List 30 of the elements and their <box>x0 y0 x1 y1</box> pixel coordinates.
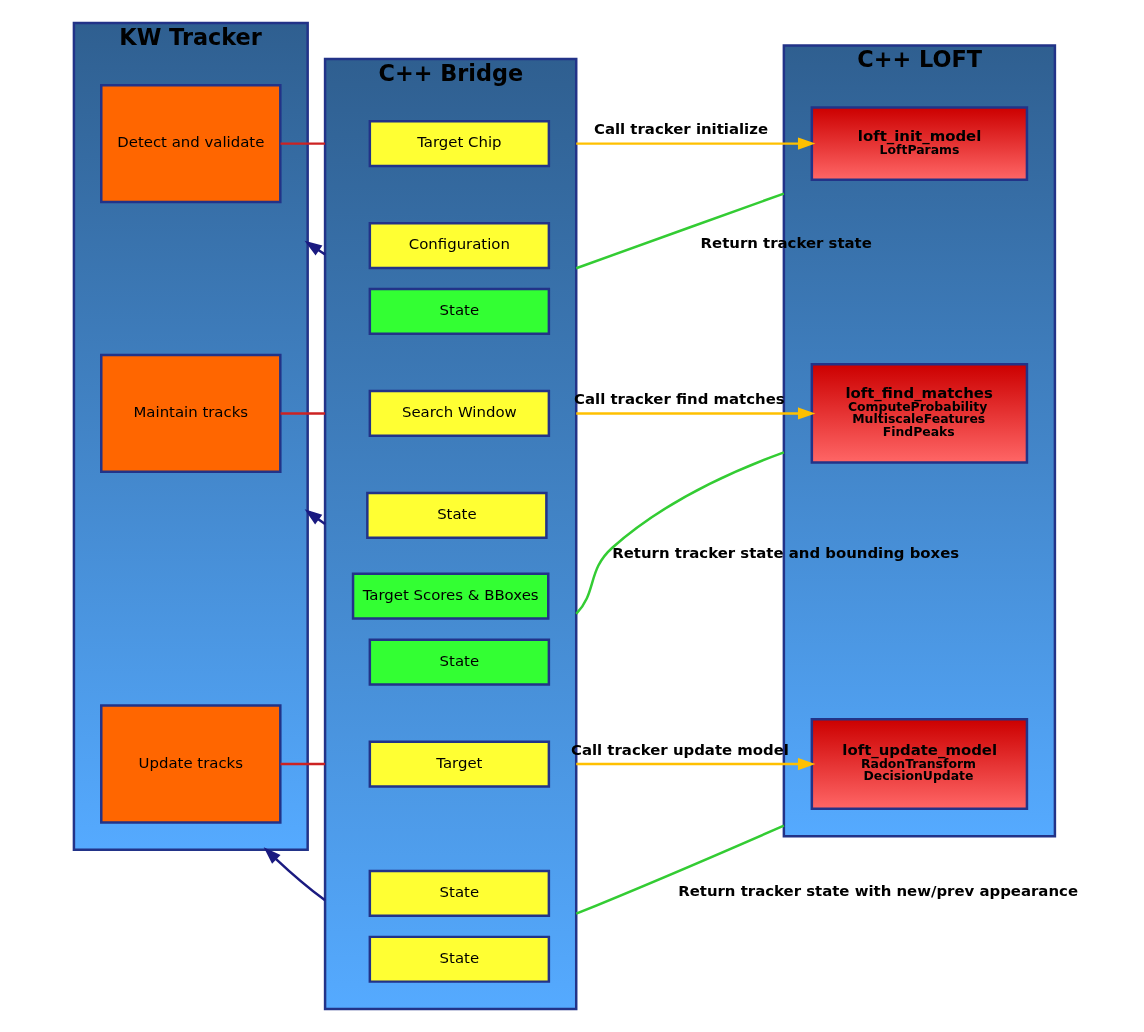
arrow <box>304 509 326 526</box>
node-box: State <box>368 287 550 336</box>
connector <box>280 142 325 145</box>
node-box: Target Scores & BBoxes <box>351 572 549 620</box>
node-box: State <box>368 638 550 686</box>
node-box: loft_init_model LoftParams <box>810 106 1028 181</box>
edge-label: Return tracker state and bounding boxes <box>611 544 959 563</box>
connector <box>574 451 784 615</box>
connector <box>575 824 784 915</box>
node-box: Update tracks <box>99 704 282 824</box>
arrow <box>575 137 815 150</box>
connector <box>280 412 325 415</box>
node-box: Target <box>368 740 550 788</box>
node-box: Detect and validate <box>99 83 282 204</box>
node-box: Search Window <box>368 389 550 438</box>
node-box: Target Chip <box>368 120 550 168</box>
node-box: Configuration <box>368 221 550 270</box>
node-box: State <box>368 935 550 983</box>
connector <box>280 762 325 766</box>
arrow <box>575 407 815 420</box>
arrow <box>263 847 326 902</box>
node-box: State <box>365 491 548 539</box>
edge-label: Call tracker initialize <box>593 120 768 139</box>
node-box: loft_update_model RadonTransform DecisionUpdate <box>810 718 1028 811</box>
node-box: State <box>368 869 550 917</box>
node-box: loft_find_matches ComputeProbability MultiscaleFeatures FindPeaks <box>810 363 1028 464</box>
edge-label: Return tracker state with new/prev appearance <box>677 881 1078 900</box>
connector <box>575 192 784 270</box>
arrow <box>575 757 815 771</box>
node-box: Maintain tracks <box>99 353 282 474</box>
